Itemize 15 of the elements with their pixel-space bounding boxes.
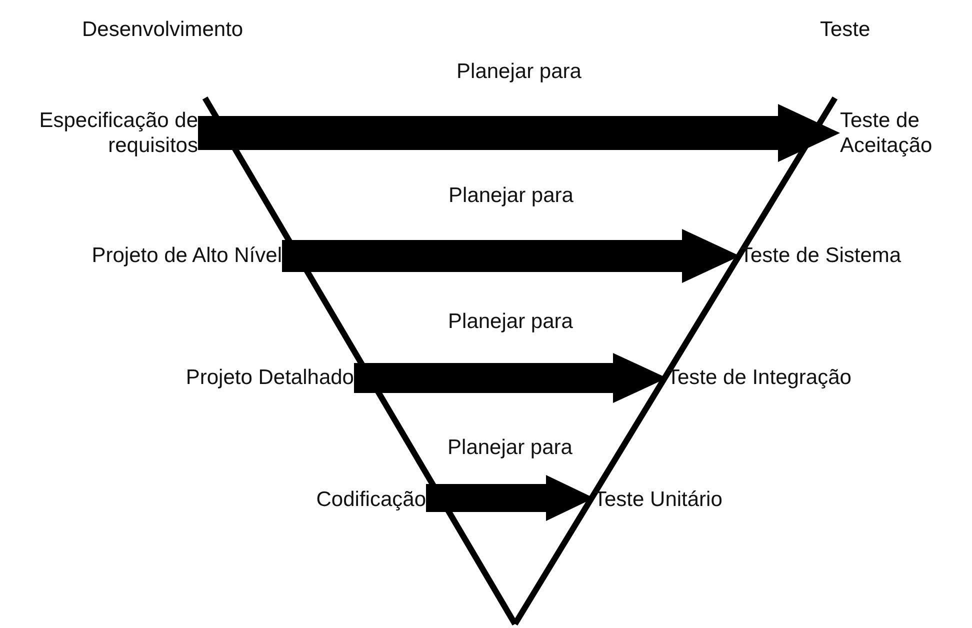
edge-label: Planejar para xyxy=(448,184,574,208)
stage-text: Teste Unitário xyxy=(594,482,794,518)
edge-label: Planejar para xyxy=(447,310,574,334)
stage-text: Teste de Aceitação xyxy=(840,100,972,166)
arrow xyxy=(198,104,840,162)
stage-text: Codificação xyxy=(240,482,426,518)
stage-text: Teste de Integração xyxy=(667,360,937,396)
edge-label: Planejar para xyxy=(446,436,574,460)
edge-label: Planejar para xyxy=(456,60,582,84)
stage-text: Projeto de Alto Nível xyxy=(10,238,282,274)
column-heading: Teste xyxy=(820,18,870,42)
stage-text: Projeto Detalhado xyxy=(100,360,354,396)
stage-text: Teste de Sistema xyxy=(740,238,972,274)
stage-text: Especificação de requisitos xyxy=(8,100,198,166)
column-heading: Desenvolvimento xyxy=(82,18,244,42)
